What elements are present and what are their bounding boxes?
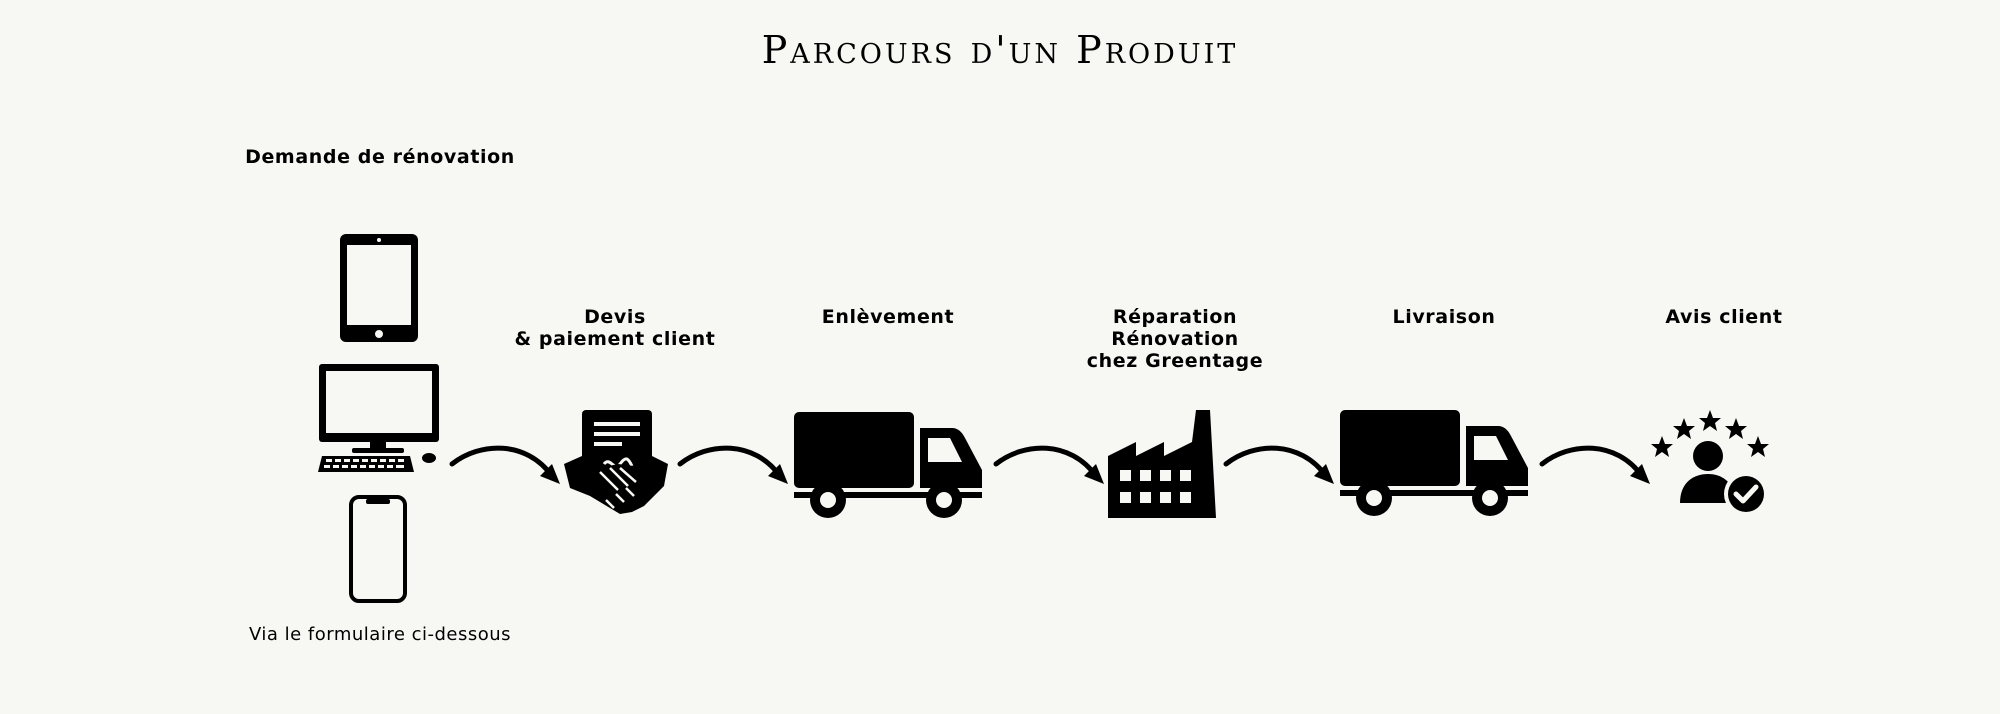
arrow-icon bbox=[993, 445, 1104, 484]
page-title: Parcours d'un Produit bbox=[761, 28, 1239, 72]
step-label-avis: Avis client bbox=[1665, 306, 1783, 328]
arrow-icon bbox=[449, 445, 560, 484]
tablet-icon bbox=[340, 234, 418, 342]
arrow-icon bbox=[677, 445, 788, 484]
arrow-icon bbox=[1223, 445, 1334, 484]
arrow-icon bbox=[1539, 445, 1650, 484]
start-heading: Demande de rénovation bbox=[245, 146, 515, 168]
handshake-contract-icon bbox=[564, 410, 668, 514]
factory-icon bbox=[1108, 410, 1216, 518]
step-label-enlevement: Enlèvement bbox=[821, 306, 955, 328]
step-label-reparation: Réparation Rénovation chez Greentage bbox=[1086, 306, 1264, 372]
step-label-devis: Devis & paiement client bbox=[514, 306, 716, 350]
smartphone-icon bbox=[349, 495, 407, 603]
truck-icon bbox=[1340, 410, 1528, 516]
customer-rating-icon bbox=[1651, 410, 1769, 516]
step-label-livraison: Livraison bbox=[1392, 306, 1496, 328]
truck-icon bbox=[794, 412, 982, 518]
start-note: Via le formulaire ci-dessous bbox=[248, 624, 512, 645]
desktop-computer-icon bbox=[318, 364, 439, 472]
